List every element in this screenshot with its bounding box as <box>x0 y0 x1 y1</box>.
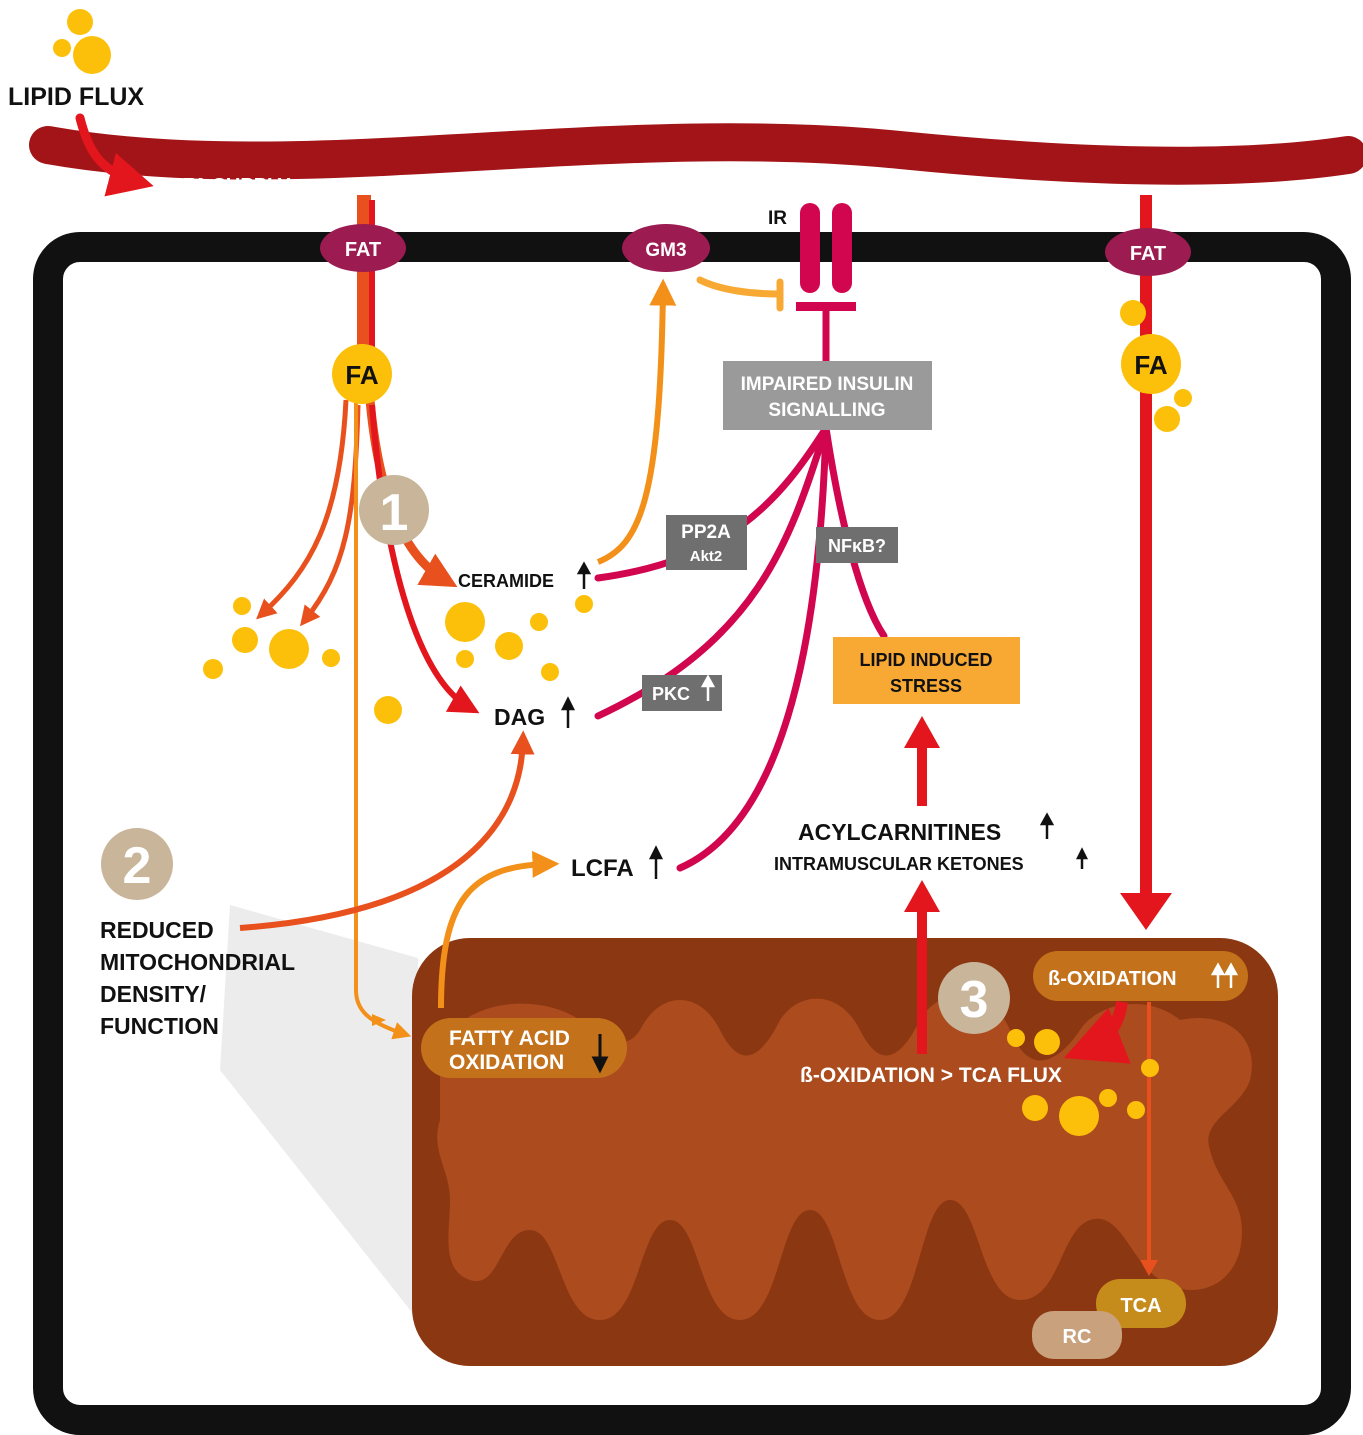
ketones-label: INTRAMUSCULAR KETONES <box>774 854 1024 874</box>
fat-label-left: FAT <box>345 239 381 261</box>
ceramide-label: CERAMIDE <box>458 571 554 591</box>
rc-label: RC <box>1063 1326 1092 1348</box>
number-circle-1 <box>359 475 429 545</box>
dag-label: DAG <box>494 704 545 730</box>
acylcarnitines-label: ACYLCARNITINES <box>798 819 1001 845</box>
insulin-receptor <box>796 203 856 362</box>
beta-tca-flux-label: ß-OXIDATION > TCA FLUX <box>800 1064 1062 1087</box>
pkc-label: PKC <box>652 684 690 704</box>
rc-pill <box>1032 1311 1122 1359</box>
lipid-droplets-flux <box>53 9 111 74</box>
fa-to-storage-arrow-1 <box>256 399 349 620</box>
beta-ox-to-tca-head <box>1140 1260 1158 1276</box>
reduced-mito-label-3: DENSITY/ <box>100 981 207 1007</box>
number-1: 1 <box>380 484 409 542</box>
lipid-stress-label-1: LIPID INDUCED <box>859 650 992 670</box>
impaired-insulin-box <box>723 361 932 430</box>
fao-label-2: OXIDATION <box>449 1051 564 1074</box>
fa-to-dag-arrow <box>369 404 480 714</box>
number-3: 3 <box>960 971 989 1029</box>
beta-oxidation-pill <box>1033 951 1248 1001</box>
lipid-stress-label-2: STRESS <box>890 676 962 696</box>
lipid-flux-arrow <box>75 113 154 197</box>
ceramide-to-gm3-arrow <box>596 278 677 565</box>
pp2a-label: PP2A <box>681 522 731 543</box>
impaired-label-1: IMPAIRED INSULIN <box>741 374 914 395</box>
blood-vessel <box>29 123 1363 185</box>
number-circle-2 <box>101 828 173 900</box>
gm3-label: GM3 <box>645 240 686 261</box>
ffa-supply-label: FFA SUPPLY <box>170 175 291 197</box>
akt2-label: Akt2 <box>690 548 723 565</box>
pp2a-akt2-box <box>666 515 747 570</box>
tca-to-acyl-head <box>904 880 940 912</box>
lipid-droplets-mito <box>1007 1029 1159 1136</box>
tca-label: TCA <box>1120 1295 1161 1317</box>
number-circle-3 <box>938 962 1010 1034</box>
reduced-mito-label-1: REDUCED <box>100 917 214 943</box>
gm3-ellipse <box>622 224 710 272</box>
up-arrow-icons <box>560 561 1089 879</box>
fat-transporter-left <box>320 224 406 272</box>
lipid-flux-label: LIPID FLUX <box>8 83 144 111</box>
beta-ox-to-flux-arrow <box>1063 1000 1131 1064</box>
fa-label-left: FA <box>345 360 378 390</box>
lcfa-label: LCFA <box>571 855 634 882</box>
fao-to-lcfa-arrow <box>438 850 560 1009</box>
up-arrow-icons-white <box>700 674 1239 988</box>
mito-to-dag-arrow <box>239 730 535 931</box>
nfkb-label: NFκB? <box>828 536 886 556</box>
reduced-mito-label-4: FUNCTION <box>100 1013 219 1039</box>
beta-ox-label: ß-OXIDATION <box>1048 968 1177 990</box>
fao-arrow-extra-head <box>372 1014 386 1026</box>
fat-transporter-right <box>1105 228 1191 276</box>
fao-label-1: FATTY ACID <box>449 1027 570 1050</box>
fao-pill <box>421 1018 627 1078</box>
lipid-stress-box <box>833 637 1020 704</box>
impaired-label-2: SIGNALLING <box>768 400 885 421</box>
number-2: 2 <box>123 837 152 895</box>
fa-label-right: FA <box>1134 350 1167 380</box>
fao-down-arrow-icon <box>591 1034 609 1074</box>
fa-uptake-right-head <box>1120 893 1172 930</box>
reduced-mito-label-2: MITOCHONDRIAL <box>100 949 295 975</box>
tca-pill <box>1096 1279 1186 1328</box>
mitochondrion <box>412 938 1278 1366</box>
nfkb-box <box>816 527 898 563</box>
fa-circle-right <box>1121 334 1181 394</box>
acyl-to-stress-head <box>904 716 940 748</box>
magnification-projection <box>220 905 418 1320</box>
fat-label-right: FAT <box>1130 243 1166 265</box>
fa-to-fao-arrow <box>354 400 412 1040</box>
ir-label: IR <box>768 208 787 229</box>
fa-circle-left <box>332 344 392 404</box>
lipid-droplets-right <box>1120 300 1192 432</box>
gm3-inhibition-line <box>696 276 784 298</box>
lipid-droplets-left <box>203 595 593 724</box>
